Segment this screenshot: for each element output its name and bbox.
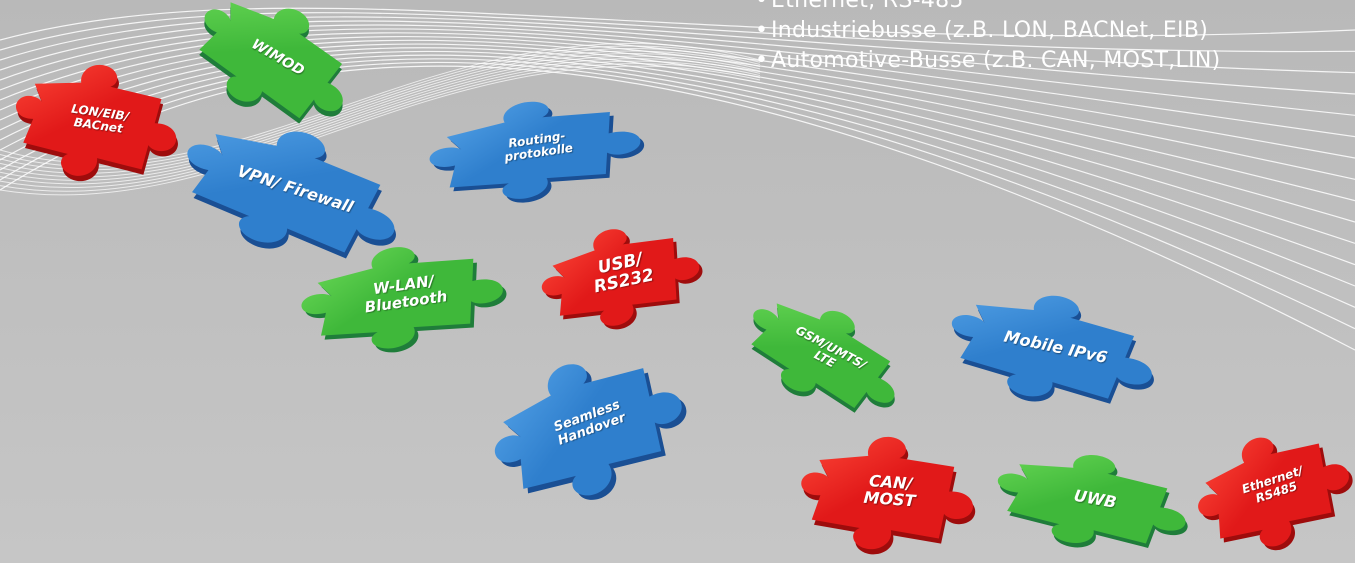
puzzle-piece-wimod: WIMOD <box>174 0 380 153</box>
puzzle-piece-lon-eib-bacnet: LON/EIB/BACnet <box>6 47 192 194</box>
puzzle-piece-vpn-firewall: VPN/ Firewall <box>166 93 425 288</box>
puzzle-piece-shape <box>952 295 1154 404</box>
puzzle-piece-gsm-umts-lte: GSM/UMTS/LTE <box>728 271 925 439</box>
puzzle-piece-label-line: MOST <box>862 487 917 511</box>
puzzle-piece-routingprotokolle: Routing-protokolle <box>422 80 654 215</box>
bullet-item: •Automotive-Busse (z.B. CAN, MOST,LIN) <box>755 48 1221 73</box>
puzzle-piece-wlan-bluetooth: W-LAN/Bluetooth <box>293 226 516 364</box>
puzzle-piece-shape <box>751 303 895 413</box>
puzzle-piece-usb-rs232: USB/RS232 <box>531 206 714 343</box>
puzzle-piece-shape <box>494 364 687 500</box>
puzzle-piece-shape <box>997 454 1188 548</box>
bullet-item: •Industriebusse (z.B. LON, BACNet, EIB) <box>755 18 1209 43</box>
puzzle-piece-ethernet-rs485: Ethernet/RS485 <box>1180 406 1355 563</box>
puzzle-piece-shape <box>429 101 645 203</box>
puzzle-piece-shape <box>301 247 507 353</box>
puzzle-piece-label: CAN/MOST <box>862 471 917 511</box>
puzzle-piece-shape <box>541 229 703 330</box>
puzzle-piece-shape <box>16 64 178 182</box>
puzzle-piece-shape <box>199 2 343 124</box>
puzzle-piece-uwb: UWB <box>988 433 1202 563</box>
puzzle-piece-can-most: CAN/MOST <box>796 424 984 561</box>
bullet-list: •Ethernet, RS-485 •Industriebusse (z.B. … <box>755 0 1221 76</box>
puzzle-piece-mobile-ipv6: Mobile IPv6 <box>938 269 1172 426</box>
puzzle-piece-shape <box>801 436 976 555</box>
puzzle-piece-shape <box>187 131 396 259</box>
puzzle-piece-shape <box>1198 437 1353 551</box>
bullet-item: •Ethernet, RS-485 <box>755 0 964 13</box>
